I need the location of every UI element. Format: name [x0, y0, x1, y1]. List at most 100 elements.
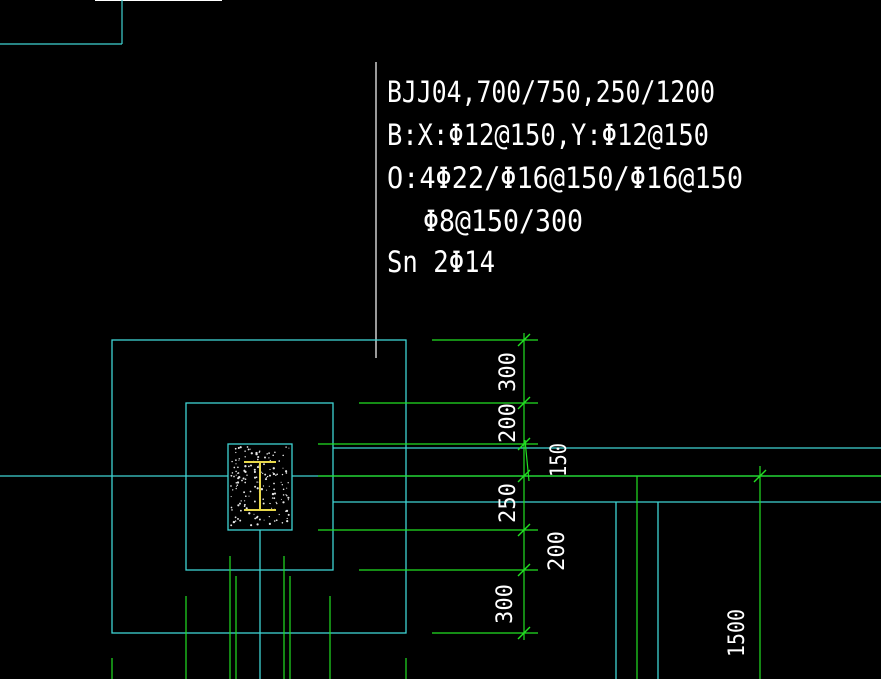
- hatch-dot: [266, 475, 269, 478]
- hatch-dot: [276, 473, 278, 476]
- hatch-dot: [275, 519, 278, 522]
- hatch-dot: [241, 479, 243, 482]
- hatch-dot: [282, 454, 284, 457]
- hatch-dot: [286, 487, 288, 489]
- tick-444: [517, 437, 531, 451]
- hatch-dot: [278, 513, 280, 516]
- tick-570: [517, 563, 531, 577]
- hatch-dot: [272, 472, 276, 476]
- dimension-lines: [111, 333, 881, 679]
- hatch-dot: [268, 474, 272, 477]
- tick-633: [517, 626, 531, 640]
- hatch-dot: [254, 517, 257, 520]
- hatch-dot: [286, 520, 289, 523]
- hatch-dot: [256, 458, 259, 461]
- dim-label-150: 150: [547, 443, 572, 477]
- hatch-dot: [232, 489, 234, 491]
- hatch-dot: [230, 506, 233, 509]
- hatch-dot: [258, 451, 261, 453]
- hatch-dot: [245, 495, 247, 498]
- hatch-dot: [240, 509, 242, 512]
- hatch-dot: [282, 494, 285, 496]
- hatch-dot: [237, 446, 240, 450]
- hatch-dot: [269, 468, 271, 471]
- annotation-line-2: B:X:Φ12@150,Y:Φ12@150: [387, 118, 709, 152]
- hatch-dot: [269, 502, 271, 504]
- hatch-dot: [232, 520, 236, 524]
- hatch-dot: [239, 519, 242, 522]
- hatch-dot: [254, 485, 257, 488]
- beam-annotation: BJJ04,700/750,250/1200 B:X:Φ12@150,Y:Φ12…: [387, 75, 743, 279]
- hatch-dot: [238, 476, 241, 479]
- hatch-dot: [273, 488, 275, 491]
- annotation-line-1: BJJ04,700/750,250/1200: [387, 75, 715, 109]
- hatch-dot: [234, 516, 237, 519]
- tick-403: [517, 396, 531, 410]
- hatch-dot: [233, 475, 235, 478]
- hatch-dot: [262, 498, 264, 500]
- hatch-dot: [230, 485, 232, 487]
- dim-label-300-bottom: 300: [493, 584, 518, 624]
- hatch-dot: [239, 502, 241, 505]
- hatch-dot: [231, 460, 233, 463]
- hatch-dot: [272, 472, 274, 474]
- hatch-dot: [243, 491, 246, 494]
- hatch-dot: [266, 453, 268, 455]
- hatch-dot: [253, 513, 255, 515]
- top-left-fragment: [0, 0, 222, 45]
- hatch-dot: [278, 460, 280, 463]
- hatch-dot: [236, 481, 240, 484]
- concrete-hatch: [230, 446, 290, 527]
- hatch-dot: [249, 490, 252, 493]
- hatch-dot: [230, 474, 233, 477]
- hatch-dot: [257, 455, 260, 459]
- hatch-dot: [240, 500, 242, 502]
- hatch-dot: [253, 476, 257, 479]
- hatch-dot: [284, 470, 288, 473]
- hatch-dot: [266, 489, 268, 491]
- hatch-dot: [243, 477, 245, 479]
- hatch-dot: [248, 495, 250, 497]
- steel-column: [227, 443, 293, 531]
- hatch-dot: [244, 465, 247, 468]
- dim-label-200-bottom: 200: [545, 531, 570, 571]
- hatch-dot: [248, 465, 250, 468]
- hatch-dot: [262, 502, 265, 505]
- hatch-dot: [243, 503, 246, 506]
- hatch-dot: [237, 504, 240, 507]
- hatch-dot: [235, 463, 237, 465]
- hatch-dot: [286, 517, 288, 520]
- hatch-dot: [238, 459, 240, 461]
- hatch-dot: [287, 496, 290, 499]
- hatch-dot: [246, 446, 249, 448]
- hatch-dot: [285, 472, 288, 474]
- dim-line-150: [524, 439, 530, 482]
- hatch-dot: [271, 492, 275, 496]
- hatch-dot: [255, 451, 258, 455]
- hatch-dot: [253, 468, 256, 471]
- hatch-dot: [247, 448, 250, 451]
- dim-label-300-top: 300: [496, 352, 521, 392]
- hatch-dot: [268, 457, 270, 459]
- hatch-dot: [234, 447, 237, 450]
- hatch-dot: [255, 476, 258, 479]
- hatch-dot: [282, 501, 285, 504]
- hatch-dot: [268, 522, 272, 526]
- hatch-dot: [280, 498, 282, 500]
- hatch-dot: [244, 481, 247, 484]
- hatch-dot: [230, 496, 232, 498]
- annotation-line-4: Φ8@150/300: [423, 204, 583, 238]
- hatch-dot: [243, 500, 246, 502]
- hatch-dot: [253, 500, 256, 503]
- hatch-dot: [264, 478, 268, 481]
- hatch-dot: [286, 494, 288, 497]
- tick-476: [517, 469, 531, 483]
- hatch-dot: [255, 516, 258, 519]
- hatch-dot: [231, 509, 233, 511]
- hatch-dot: [237, 466, 239, 469]
- hatch-dot: [237, 472, 240, 474]
- hatch-dot: [273, 492, 277, 495]
- hatch-dot: [285, 509, 289, 513]
- hatch-dot: [233, 466, 236, 469]
